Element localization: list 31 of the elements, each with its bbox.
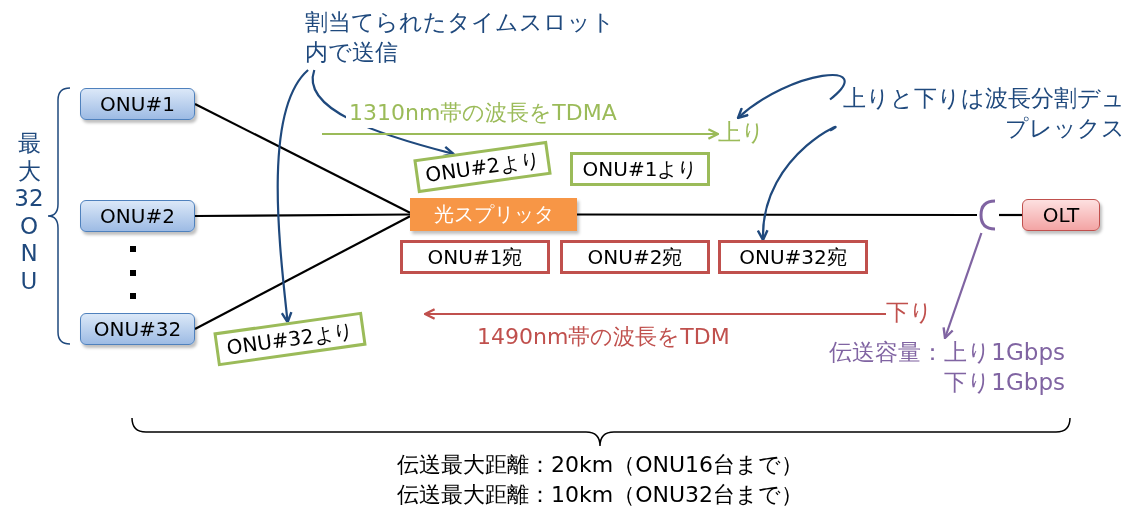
arrow — [757, 126, 836, 242]
connector-line — [999, 213, 1022, 217]
connector-line — [194, 103, 411, 214]
arrow — [942, 232, 983, 340]
frame-box: ONU#2より — [413, 140, 552, 194]
distance-text: 伝送最大距離：20km（ONU16台まで） — [395, 451, 804, 479]
splitter-box: 光スプリッタ — [410, 198, 577, 231]
arrow — [423, 308, 886, 320]
capacity-text: 下り1Gbps — [943, 367, 1065, 397]
arrow — [736, 74, 846, 120]
connector-line — [195, 213, 410, 218]
side-label: 最大32ONU — [13, 130, 45, 296]
capacity-text: 伝送容量：上り1Gbps — [828, 338, 1065, 367]
distance-text: 伝送最大距離：10km（ONU32台まで） — [395, 481, 804, 509]
note-text: 割当てられたタイムスロット内で送信 — [305, 8, 615, 70]
connector-line — [194, 215, 411, 330]
note-text: 上りと下りは波長分割デュプレックス — [830, 84, 1125, 146]
frame-box: ONU#1宛 — [400, 240, 550, 274]
onu-box: ONU#32 — [80, 313, 195, 345]
olt-box: OLT — [1022, 199, 1100, 231]
frame-box: ONU#2宛 — [560, 240, 710, 274]
frame-box: ONU#32宛 — [718, 240, 868, 274]
onu-box: ONU#1 — [80, 88, 195, 120]
connector-line — [577, 213, 977, 217]
frame-box: ONU#32より — [213, 311, 367, 367]
direction-text: 下り — [886, 298, 936, 330]
arrow — [322, 128, 720, 140]
frame-box: ONU#1より — [570, 152, 710, 186]
arrow — [276, 69, 309, 324]
onu-box: ONU#2 — [80, 200, 195, 232]
direction-text: 上り — [718, 118, 768, 150]
